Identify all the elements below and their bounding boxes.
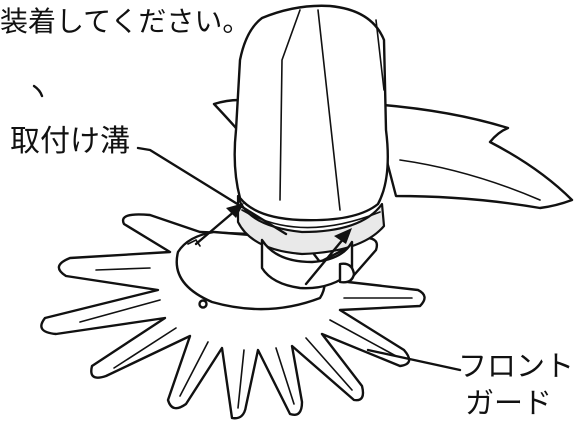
front-guard	[40, 213, 426, 420]
label-mounting-groove: 取付け溝	[10, 124, 130, 159]
leader-lines	[32, 84, 462, 372]
leader-front-guard	[366, 348, 462, 372]
arrow-head-left	[226, 203, 244, 218]
label-front-guard-line1: フロント	[458, 349, 575, 383]
leader-mounting-groove	[136, 146, 288, 236]
caption-text: 装着してください。	[0, 5, 251, 38]
trimmer-head	[212, 4, 574, 290]
insert-arrows	[194, 203, 352, 286]
arrow-head-right	[334, 228, 352, 244]
label-front-guard-line2: ガード	[465, 386, 553, 420]
partial-mark	[32, 84, 44, 98]
